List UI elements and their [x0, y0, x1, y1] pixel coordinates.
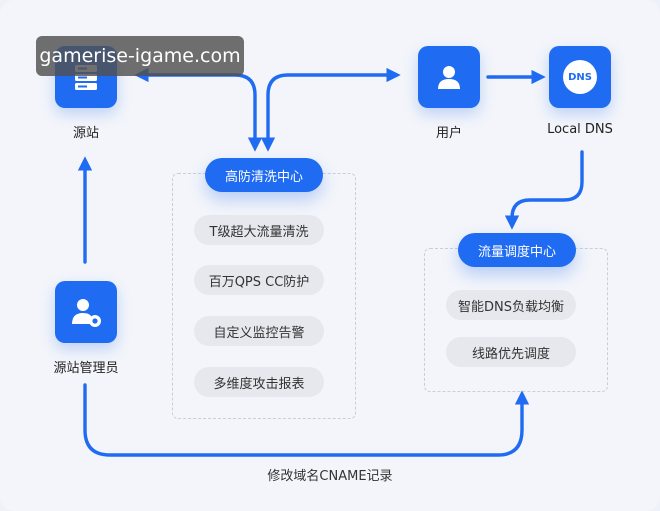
origin-admin-label: 源站管理员 — [53, 361, 119, 376]
dns-icon-text: DNS — [568, 71, 592, 83]
user-label: 用户 — [435, 126, 462, 141]
user-icon — [434, 62, 464, 92]
arrow-dns-to-dispatch — [504, 150, 584, 230]
arrow-defense-to-user — [260, 67, 401, 152]
cname-change-label: 修改域名CNAME记录 — [267, 469, 393, 484]
defense-item: T级超大流量清洗 — [194, 215, 324, 245]
origin-admin-node — [55, 281, 117, 343]
arrow-admin-to-dispatch — [83, 383, 530, 457]
local-dns-label: Local DNS — [547, 122, 613, 137]
defense-center-title: 高防清洗中心 — [205, 158, 323, 192]
defense-item: 自定义监控告警 — [194, 316, 324, 346]
local-dns-node: DNS — [549, 46, 611, 108]
defense-item: 百万QPS CC防护 — [194, 265, 324, 295]
origin-station-label: 源站 — [72, 126, 99, 141]
watermark: gamerise-igame.com — [36, 36, 244, 76]
dispatch-item: 智能DNS负载均衡 — [446, 290, 576, 320]
defense-item: 多维度攻击报表 — [194, 367, 324, 397]
dispatch-center-box — [424, 248, 608, 392]
dispatch-item: 线路优先调度 — [446, 337, 576, 367]
admin-user-icon — [69, 295, 103, 329]
dns-icon: DNS — [563, 60, 597, 94]
dispatch-center-title: 流量调度中心 — [458, 233, 576, 267]
arrow-defense-to-origin — [134, 67, 263, 152]
user-node — [418, 46, 480, 108]
